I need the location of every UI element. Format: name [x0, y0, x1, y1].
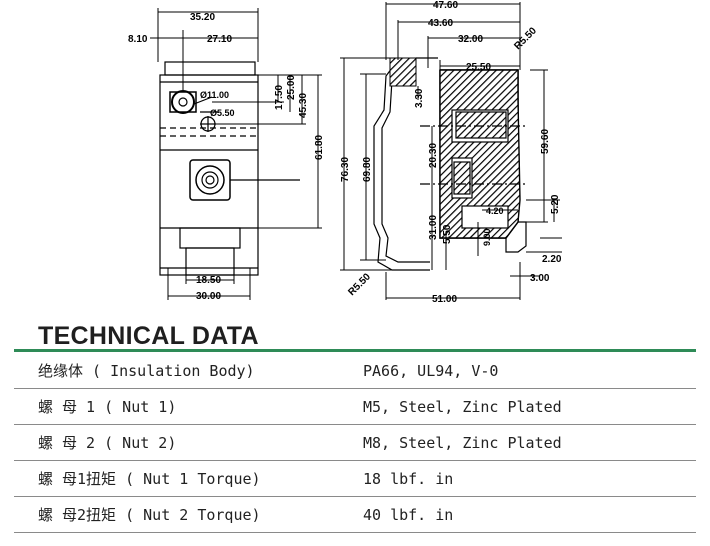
dim-label: 3.00 [530, 273, 550, 284]
table-row: 螺 母2扭矩 ( Nut 2 Torque) 40 lbf. in [14, 496, 696, 533]
technical-data-table: 绝缘体 ( Insulation Body) PA66, UL94, V-0 螺… [14, 353, 696, 533]
dim-label: R5.50 [512, 25, 539, 52]
dim-label: 76.30 [340, 157, 351, 182]
spec-value: M5, Steel, Zinc Plated [363, 388, 696, 425]
dim-label: 5.20 [550, 194, 561, 214]
dim-label: 30.00 [196, 291, 221, 302]
dim-label: 17.50 [274, 85, 285, 110]
terminal-body-outline [159, 74, 259, 276]
table-row: 绝缘体 ( Insulation Body) PA66, UL94, V-0 [14, 353, 696, 389]
dim-label: 3.30 [414, 88, 425, 108]
hole-label: Ø11.00 [200, 90, 229, 100]
table-row: 螺 母1扭矩 ( Nut 1 Torque) 18 lbf. in [14, 460, 696, 497]
spec-value: 40 lbf. in [363, 496, 696, 533]
spec-label: 螺 母2扭矩 ( Nut 2 Torque) [14, 496, 363, 533]
dim-label: 2.20 [542, 254, 562, 265]
dim-label: 18.50 [196, 275, 221, 286]
spec-label: 绝缘体 ( Insulation Body) [14, 353, 363, 389]
dim-label: 61.80 [314, 135, 325, 160]
dim-label: 47.60 [433, 0, 458, 11]
dim-label: 9.00 [482, 228, 492, 246]
dim-label: 27.10 [207, 34, 232, 45]
nut-1-hole [171, 90, 195, 114]
dim-label: 32.00 [458, 34, 483, 45]
dim-label: 5.50 [442, 224, 453, 244]
dim-label: 4.20 [486, 206, 504, 216]
spec-label: 螺 母1扭矩 ( Nut 1 Torque) [14, 460, 363, 497]
spec-label: 螺 母 2 ( Nut 2) [14, 424, 363, 461]
dim-label: R5.50 [346, 271, 373, 298]
dim-label: 43.60 [428, 18, 453, 29]
table-row: 螺 母 2 ( Nut 2) M8, Steel, Zinc Plated [14, 424, 696, 461]
table-row: 螺 母 1 ( Nut 1) M5, Steel, Zinc Plated [14, 388, 696, 425]
hole-label: Ø5.50 [210, 108, 235, 118]
dim-label: 45.30 [298, 93, 309, 118]
spec-value: 18 lbf. in [363, 460, 696, 497]
dim-label: 59.60 [540, 129, 551, 154]
dim-label: 31.00 [428, 215, 439, 240]
right-view-dimensions [340, 2, 562, 300]
dim-label: 35.20 [190, 12, 215, 23]
left-view-dim-labels: 35.20 8.10 27.10 17.50 25.00 45.30 61.80… [128, 12, 325, 302]
right-view [373, 57, 528, 271]
left-view-dimensions [150, 8, 322, 300]
title-underline [14, 349, 696, 352]
spec-label: 螺 母 1 ( Nut 1) [14, 388, 363, 425]
spec-value: M8, Steel, Zinc Plated [363, 424, 696, 461]
left-view [159, 61, 300, 276]
technical-drawing: 35.20 8.10 27.10 17.50 25.00 45.30 61.80… [128, 0, 562, 305]
dim-label: 69.80 [362, 157, 373, 182]
dim-label: 25.50 [466, 62, 491, 73]
dim-label: 8.10 [128, 34, 148, 45]
dim-label: 20.30 [428, 143, 439, 168]
dim-label: 25.00 [286, 75, 297, 100]
section-title: TECHNICAL DATA [38, 322, 259, 350]
spec-value: PA66, UL94, V-0 [363, 353, 696, 389]
dim-label: 51.00 [432, 294, 457, 305]
